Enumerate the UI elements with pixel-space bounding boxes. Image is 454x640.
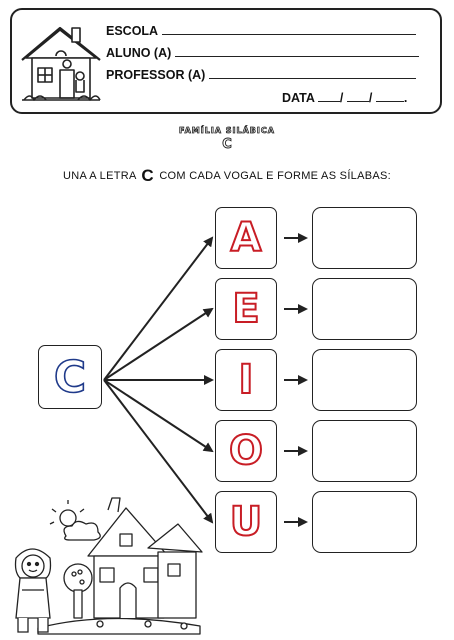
house-icon: [21, 26, 101, 101]
month-blank[interactable]: [346, 90, 369, 102]
escola-line[interactable]: [161, 22, 416, 35]
day-blank[interactable]: [317, 90, 340, 102]
escola-row: ESCOLA: [106, 22, 416, 38]
answer-box-a[interactable]: [312, 207, 417, 269]
vowel-box-u: U: [215, 491, 277, 553]
answer-box-u[interactable]: [312, 491, 417, 553]
vowel-letter: E: [231, 285, 260, 333]
school-scene-illustration: [14, 497, 203, 635]
title-letter: C: [222, 137, 232, 153]
data-label: DATA: [282, 91, 315, 105]
page-title: FAMÍLIA SILÁBICA: [179, 126, 275, 136]
answer-box-o[interactable]: [312, 420, 417, 482]
source-letter-box: C: [38, 345, 102, 409]
date-separator: /: [339, 91, 344, 105]
vowel-letter: I: [238, 356, 255, 404]
escola-label: ESCOLA: [106, 24, 159, 38]
aluno-row: ALUNO (A): [106, 44, 419, 60]
vowel-box-i: I: [215, 349, 277, 411]
vowel-letter: U: [229, 498, 263, 546]
year-blank[interactable]: [375, 90, 404, 102]
arrow-to-o: [103, 379, 214, 453]
vowel-box-o: O: [215, 420, 277, 482]
answer-box-i[interactable]: [312, 349, 417, 411]
professor-label: PROFESSOR (A): [106, 68, 206, 82]
answer-box-e[interactable]: [312, 278, 417, 340]
vowel-letter: O: [228, 427, 264, 475]
header-box: ESCOLA ALUNO (A) PROFESSOR (A) DATA / / …: [10, 8, 442, 114]
source-letter: C: [53, 351, 87, 404]
instruction-letter: C: [141, 166, 154, 185]
arrow-to-e: [103, 307, 214, 381]
instruction: UNA A LETRA C COM CADA VOGAL E FORME AS …: [0, 166, 454, 186]
professor-row: PROFESSOR (A): [106, 66, 416, 82]
arrow-to-a: [103, 236, 214, 381]
aluno-line[interactable]: [174, 44, 419, 57]
arrow-to-u: [103, 379, 214, 524]
girl-illustration: [14, 548, 52, 633]
vowel-box-a: A: [215, 207, 277, 269]
vowel-letter: A: [230, 214, 263, 262]
date-separator: /: [368, 91, 373, 105]
professor-line[interactable]: [208, 66, 416, 79]
vowel-box-e: E: [215, 278, 277, 340]
aluno-label: ALUNO (A): [106, 46, 172, 60]
instruction-suffix: COM CADA VOGAL E FORME AS SÍLABAS:: [159, 170, 391, 182]
date-row: DATA / / .: [282, 90, 408, 105]
instruction-prefix: UNA A LETRA: [63, 170, 137, 182]
